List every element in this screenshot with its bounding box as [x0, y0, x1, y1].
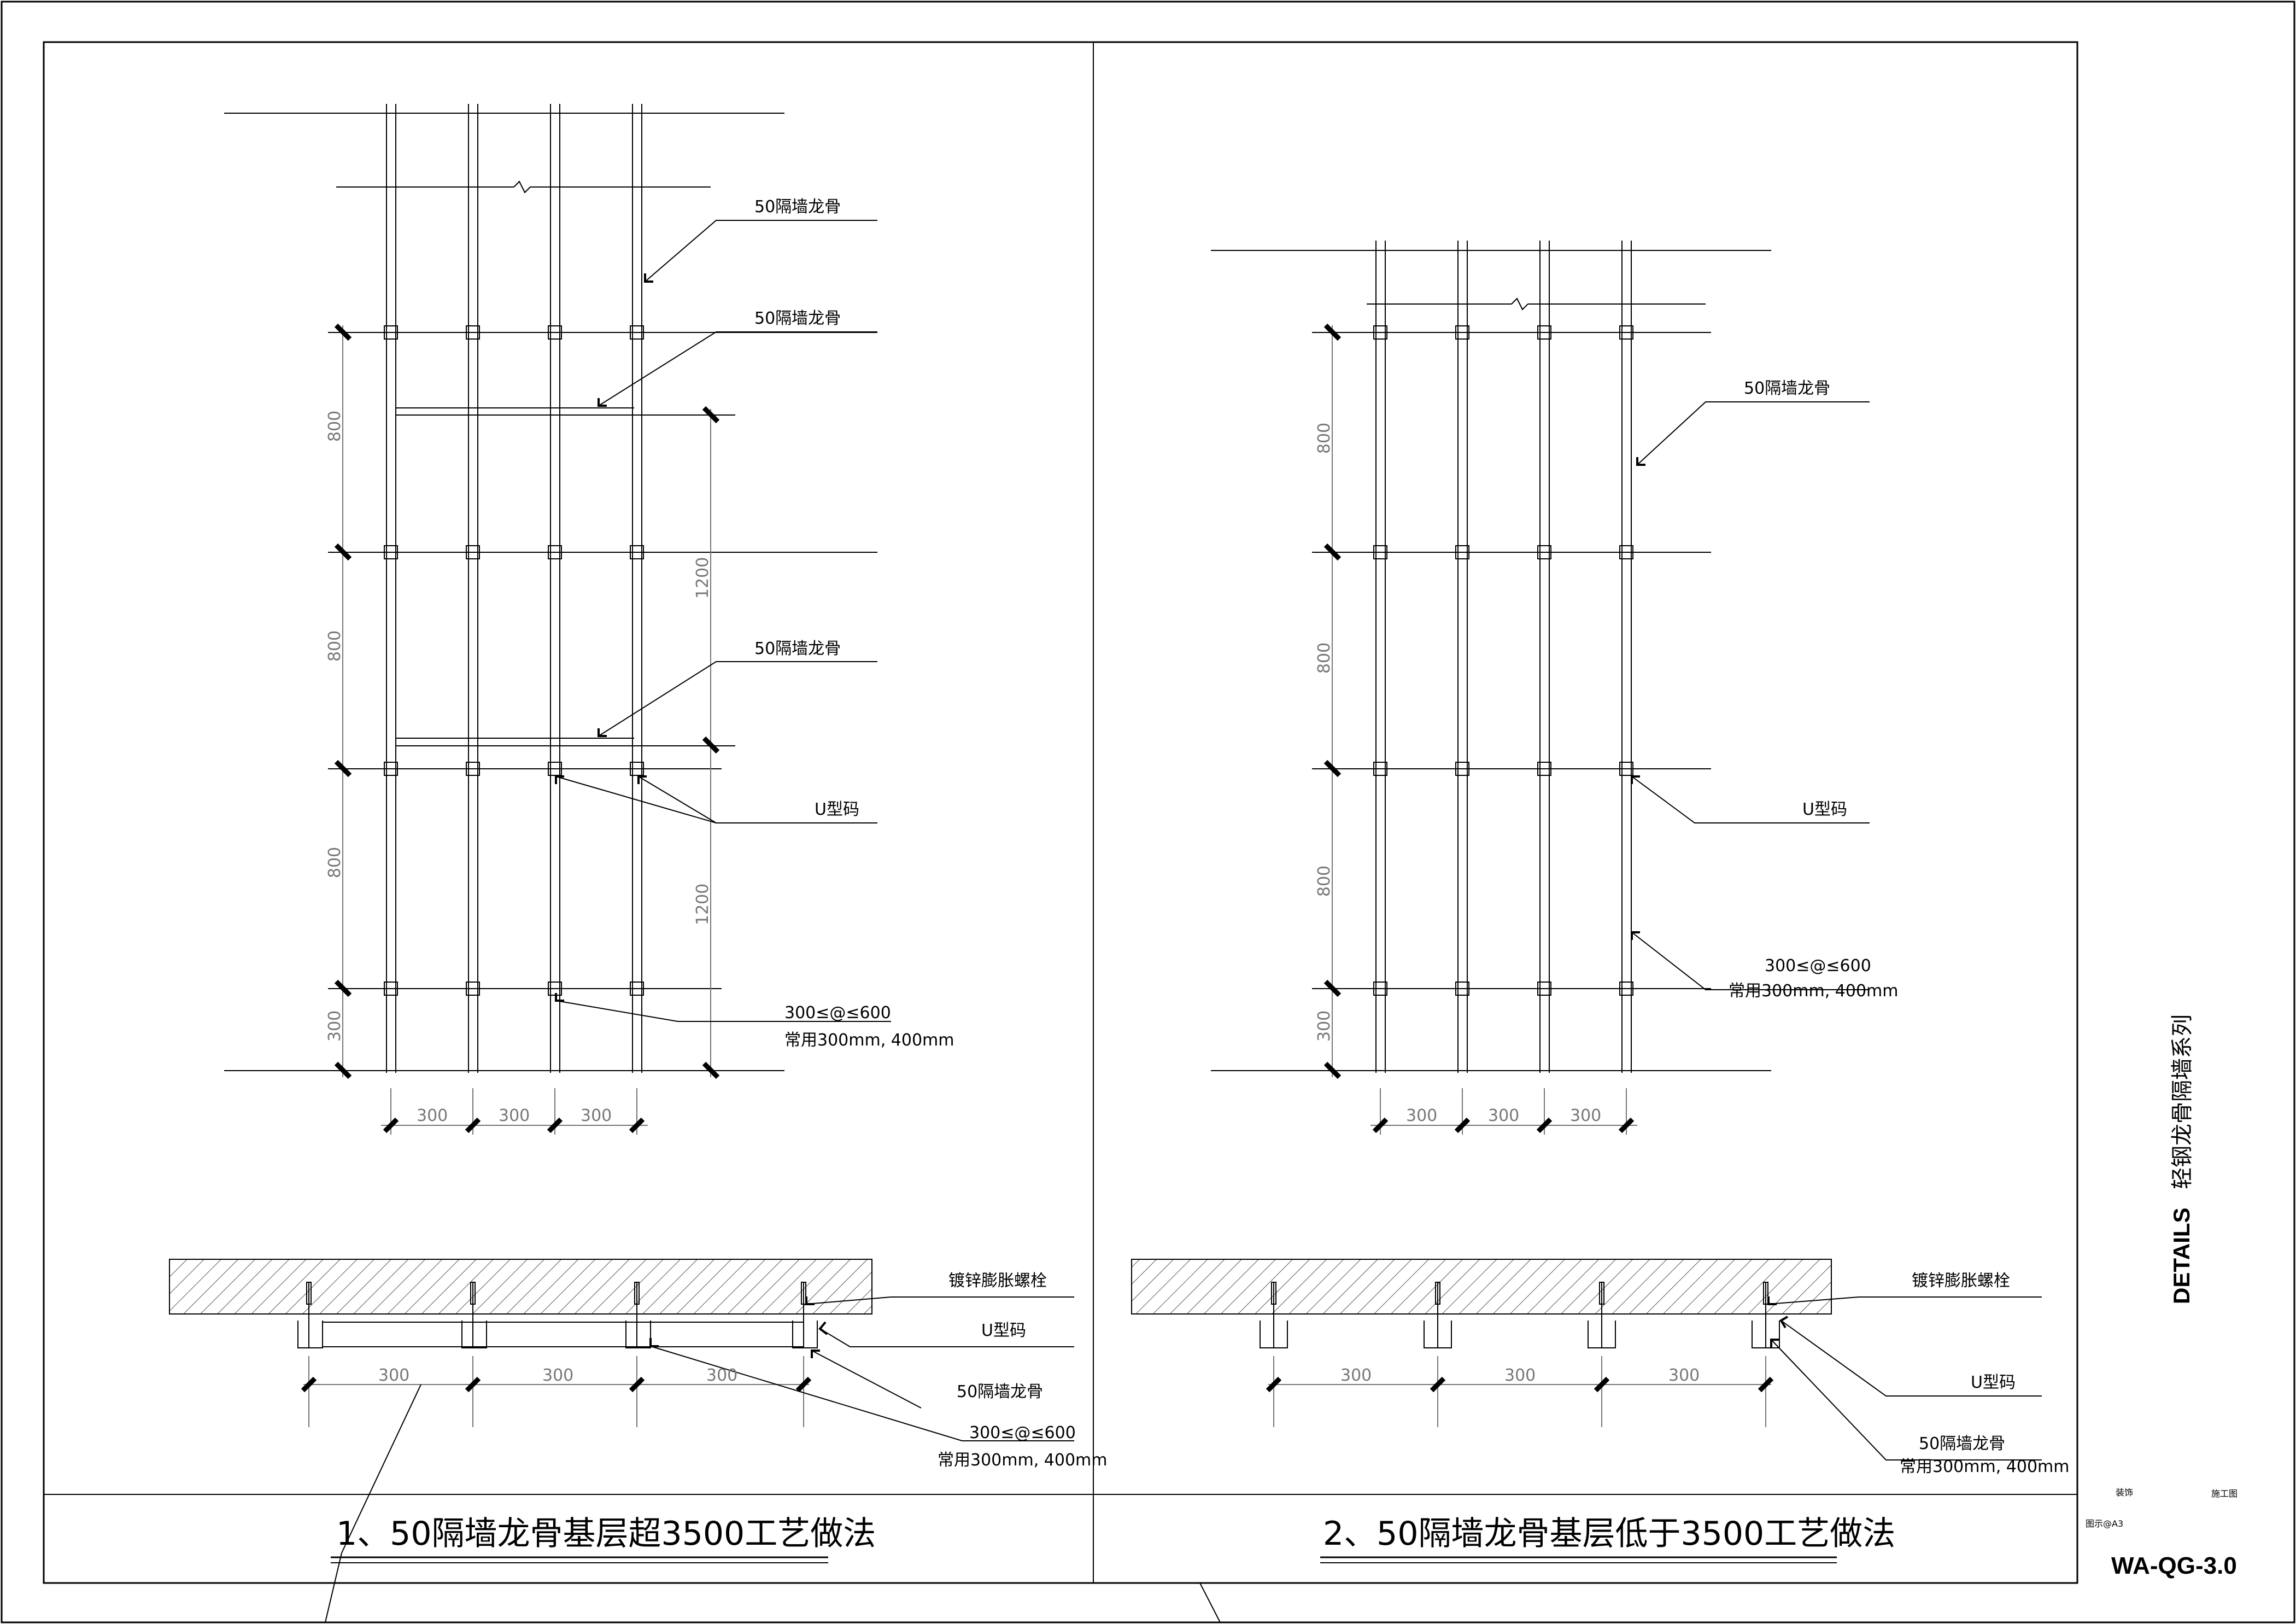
dim-v-1: 800	[325, 411, 344, 442]
section-label-spacing-1: 300≤@≤600	[969, 1423, 1076, 1442]
section-label-u-clip: U型码	[981, 1321, 1026, 1340]
section-dim-2: 300	[542, 1366, 573, 1385]
series-cn: 轻钢龙骨隔墙系列	[2170, 1014, 2195, 1189]
r-section-label-u-clip: U型码	[1971, 1373, 2016, 1392]
r-label-u-clip: U型码	[1802, 800, 1847, 819]
r-section-label-keel: 50隔墙龙骨	[1919, 1434, 2005, 1453]
label-spacing-1: 300≤@≤600	[784, 1003, 891, 1023]
r-section-label-spacing-2: 常用300mm, 400mm	[1900, 1457, 2070, 1476]
right-elevation	[1211, 241, 1870, 1135]
dim-r-1: 1200	[693, 557, 712, 599]
leader-stray-left	[325, 1552, 342, 1623]
title-block: DETAILS 轻钢龙骨隔墙系列 装饰 施工图 图示@A3 WA-QG-3.0	[2086, 1014, 2238, 1579]
label-keel-1: 50隔墙龙骨	[754, 197, 841, 217]
right-elevation-labels: 50隔墙龙骨 U型码 300≤@≤600 常用300mm, 400mm 800 …	[1315, 379, 1899, 1125]
dim-v-3: 800	[325, 847, 344, 878]
r-dim-h-2: 300	[1488, 1106, 1519, 1125]
r-label-spacing-2: 常用300mm, 400mm	[1729, 982, 1899, 1001]
r-section-dim-3: 300	[1668, 1366, 1700, 1385]
r-label-spacing-1: 300≤@≤600	[1765, 956, 1871, 975]
dim-h-3: 300	[581, 1106, 612, 1125]
left-elevation	[224, 104, 891, 1135]
dim-r-2: 1200	[693, 884, 712, 925]
left-section	[169, 1259, 1074, 1553]
inner-border	[43, 41, 2078, 1584]
scale-text: 图示@A3	[2086, 1518, 2123, 1529]
field-construction: 施工图	[2211, 1488, 2238, 1499]
r-dim-v-2: 800	[1315, 642, 1334, 674]
field-decoration: 装饰	[2116, 1487, 2133, 1498]
section-dim-3: 300	[706, 1366, 737, 1385]
u-clip-grid-left	[384, 325, 644, 996]
r-dim-v-4: 300	[1315, 1010, 1334, 1042]
dim-h-1: 300	[417, 1106, 448, 1125]
r-dim-h-1: 300	[1406, 1106, 1437, 1125]
r-dim-v-1: 800	[1315, 423, 1334, 454]
section-label-keel: 50隔墙龙骨	[957, 1382, 1043, 1401]
dim-v-2: 800	[325, 630, 344, 662]
r-section-dim-2: 300	[1504, 1366, 1536, 1385]
dim-v-4: 300	[325, 1010, 344, 1042]
r-section-dim-1: 300	[1340, 1366, 1372, 1385]
section-label-spacing-2: 常用300mm, 400mm	[938, 1451, 1108, 1470]
label-u-clip: U型码	[815, 800, 859, 819]
section-label-bolt: 镀锌膨胀螺栓	[948, 1271, 1047, 1290]
r-dim-v-3: 800	[1315, 866, 1334, 897]
left-detail-title: 1、50隔墙龙骨基层超3500工艺做法	[336, 1515, 876, 1553]
right-section-labels: 镀锌膨胀螺栓 U型码 50隔墙龙骨 常用300mm, 400mm 300 300…	[1340, 1271, 2070, 1476]
right-section	[1131, 1259, 2042, 1461]
r-dim-h-3: 300	[1570, 1106, 1601, 1125]
label-keel-2: 50隔墙龙骨	[754, 309, 841, 328]
right-detail-title: 2、50隔墙龙骨基层低于3500工艺做法	[1323, 1515, 1895, 1553]
r-label-keel: 50隔墙龙骨	[1744, 379, 1830, 398]
leader-stray-right	[1199, 1582, 1221, 1623]
left-elevation-labels: 50隔墙龙骨 50隔墙龙骨 50隔墙龙骨 U型码 300≤@≤600 常用300…	[325, 197, 954, 1125]
left-section-labels: 镀锌膨胀螺栓 U型码 50隔墙龙骨 300≤@≤600 常用300mm, 400…	[378, 1271, 1108, 1470]
series-en: DETAILS	[2169, 1207, 2194, 1304]
drawing-number: WA-QG-3.0	[2111, 1552, 2237, 1579]
label-spacing-2: 常用300mm, 400mm	[784, 1031, 954, 1050]
dim-h-2: 300	[499, 1106, 530, 1125]
section-dim-1: 300	[378, 1366, 409, 1385]
label-keel-3: 50隔墙龙骨	[754, 639, 841, 658]
r-section-label-bolt: 镀锌膨胀螺栓	[1912, 1271, 2010, 1290]
